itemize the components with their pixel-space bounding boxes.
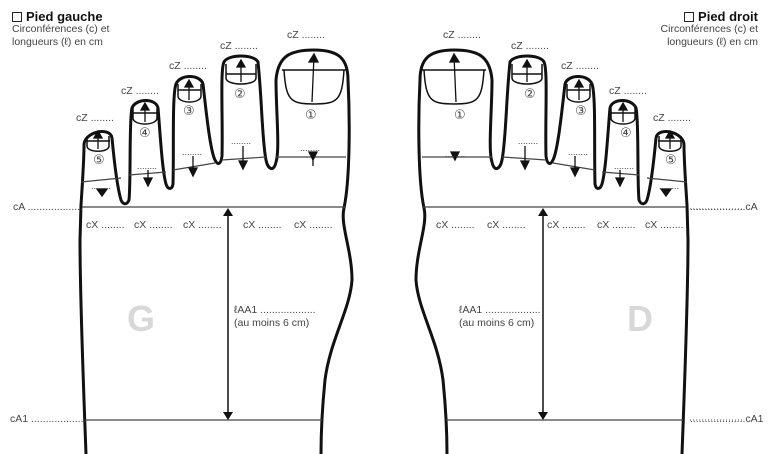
- left-cX-field-1[interactable]: cX ........: [86, 219, 125, 231]
- left-foot-title: Pied gauche: [26, 9, 103, 24]
- right-toe5-base-field[interactable]: ........: [659, 181, 680, 191]
- left-toe4-base-field[interactable]: ........: [137, 161, 158, 171]
- right-toe2-base-field[interactable]: ........: [518, 136, 539, 146]
- left-cX-field-5[interactable]: cX ........: [294, 219, 333, 231]
- right-cA1-field[interactable]: ...................cA1: [690, 413, 764, 425]
- right-cX-field-2[interactable]: cX ........: [487, 219, 526, 231]
- left-length-note: (au moins 6 cm): [234, 317, 310, 329]
- right-toe5-cZ-field[interactable]: cZ ........: [653, 112, 691, 124]
- right-cX-field-4[interactable]: cX ........: [597, 219, 636, 231]
- right-foot-subtitle-1: Circonférences (c) et: [660, 23, 758, 35]
- right-foot-drawing: [414, 48, 690, 454]
- left-toe2-number: ②: [234, 86, 246, 101]
- right-toe4-cZ-field[interactable]: cZ ........: [609, 85, 647, 97]
- right-cA-field[interactable]: ...................cA: [690, 201, 758, 213]
- right-cX-field-1[interactable]: cX ........: [436, 219, 475, 231]
- left-foot-drawing: [78, 48, 354, 454]
- right-foot-header: Pied droit Circonférences (c) et longueu…: [661, 10, 758, 49]
- left-cX-field-4[interactable]: cX ........: [243, 219, 282, 231]
- right-toe2-cZ-field[interactable]: cZ ........: [511, 40, 549, 52]
- left-length-field[interactable]: ℓAA1 ...................: [234, 304, 316, 316]
- left-foot-subtitle-2: longueurs (ℓ) en cm: [12, 36, 103, 48]
- left-toe3-base-field[interactable]: ........: [182, 147, 203, 157]
- left-toe5-number: ⑤: [93, 152, 105, 167]
- left-toe-length-arrows: [92, 52, 320, 198]
- left-cX-field-3[interactable]: cX ........: [183, 219, 222, 231]
- left-foot-header: Pied gauche Circonférences (c) et longue…: [12, 10, 109, 49]
- right-toe3-base-field[interactable]: ........: [568, 147, 589, 157]
- left-toe5-cZ-field[interactable]: cZ ........: [76, 112, 114, 124]
- left-toe2-cZ-field[interactable]: cZ ........: [220, 40, 258, 52]
- right-length-field[interactable]: ℓAA1 ...................: [459, 304, 541, 316]
- left-toe1-number: ①: [305, 107, 317, 122]
- right-length-arrowheads: [538, 208, 548, 420]
- right-cX-field-3[interactable]: cX ........: [547, 219, 586, 231]
- left-toe4-number: ④: [139, 125, 151, 140]
- right-toe4-number: ④: [620, 125, 632, 140]
- right-length-note: (au moins 6 cm): [459, 317, 535, 329]
- right-toe5-number: ⑤: [665, 152, 677, 167]
- left-toe3-number: ③: [183, 103, 195, 118]
- right-toe3-cZ-field[interactable]: cZ ........: [561, 60, 599, 72]
- left-side-letter: G: [127, 298, 156, 339]
- left-toe5-base-field[interactable]: ........: [91, 181, 112, 191]
- right-toe1-number: ①: [454, 107, 466, 122]
- left-foot-subtitle-1: Circonférences (c) et: [12, 23, 110, 35]
- right-toe3-number: ③: [575, 103, 587, 118]
- right-toe1-base-field[interactable]: ........: [445, 149, 466, 159]
- right-toe2-number: ②: [524, 86, 536, 101]
- left-toe1-base-field[interactable]: ........: [300, 143, 321, 153]
- right-foot-title: Pied droit: [698, 9, 758, 24]
- left-toe2-base-field[interactable]: ........: [231, 136, 252, 146]
- right-toe1-cZ-field[interactable]: cZ ........: [443, 29, 481, 41]
- right-toe4-base-field[interactable]: ........: [614, 161, 635, 171]
- left-toe3-cZ-field[interactable]: cZ ........: [169, 60, 207, 72]
- right-side-letter: D: [627, 298, 653, 339]
- left-toe4-cZ-field[interactable]: cZ ........: [121, 85, 159, 97]
- left-cA-field[interactable]: cA ...................: [13, 201, 84, 213]
- right-foot-subtitle-2: longueurs (ℓ) en cm: [667, 36, 758, 48]
- right-foot-checkbox[interactable]: [684, 11, 695, 22]
- right-toe-length-arrows: [448, 52, 676, 198]
- right-cX-field-5[interactable]: cX ........: [645, 219, 684, 231]
- left-cX-field-2[interactable]: cX ........: [134, 219, 173, 231]
- left-length-arrowheads: [223, 208, 233, 420]
- left-cA1-field[interactable]: cA1 ...................: [10, 413, 87, 425]
- left-foot-checkbox[interactable]: [12, 11, 22, 22]
- left-toe1-cZ-field[interactable]: cZ ........: [287, 29, 325, 41]
